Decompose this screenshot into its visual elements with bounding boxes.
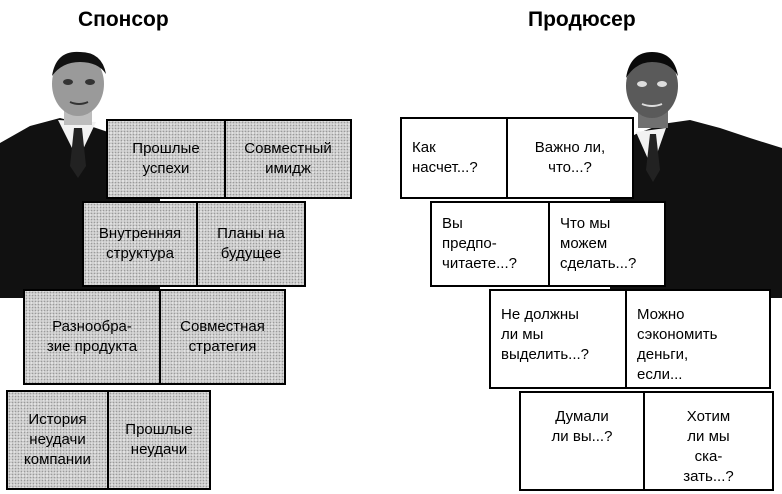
sponsor-card-past-failures: Прошлые неудачи — [107, 390, 211, 490]
producer-card-would-you-prefer: Вы предпо- читаете...? — [430, 201, 550, 287]
producer-card-can-we-save-money: Можно сэкономить деньги, если... — [625, 289, 771, 389]
producer-card-what-can-we-do: Что мы можем сделать...? — [548, 201, 666, 287]
producer-card-is-it-important: Важно ли, что...? — [506, 117, 634, 199]
producer-card-have-you-thought: Думали ли вы...? — [519, 391, 645, 491]
producer-card-what-about: Как насчет...? — [400, 117, 508, 199]
producer-card-should-we-allocate: Не должны ли мы выделить...? — [489, 289, 627, 389]
sponsor-card-internal-structure: Внутренняя структура — [82, 201, 198, 287]
producer-card-do-we-want-to-say: Хотим ли мы ска- зать...? — [643, 391, 774, 491]
sponsor-card-joint-strategy: Совместная стратегия — [159, 289, 286, 385]
sponsor-card-joint-image: Совместный имидж — [224, 119, 352, 199]
sponsor-card-future-plans: Планы на будущее — [196, 201, 306, 287]
producer-title: Продюсер — [528, 8, 636, 31]
sponsor-card-company-failure-history: История неудачи компании — [6, 390, 109, 490]
sponsor-title: Спонсор — [78, 8, 169, 31]
sponsor-card-product-diversity: Разнообра- зие продукта — [23, 289, 161, 385]
sponsor-card-past-success: Прошлые успехи — [106, 119, 226, 199]
